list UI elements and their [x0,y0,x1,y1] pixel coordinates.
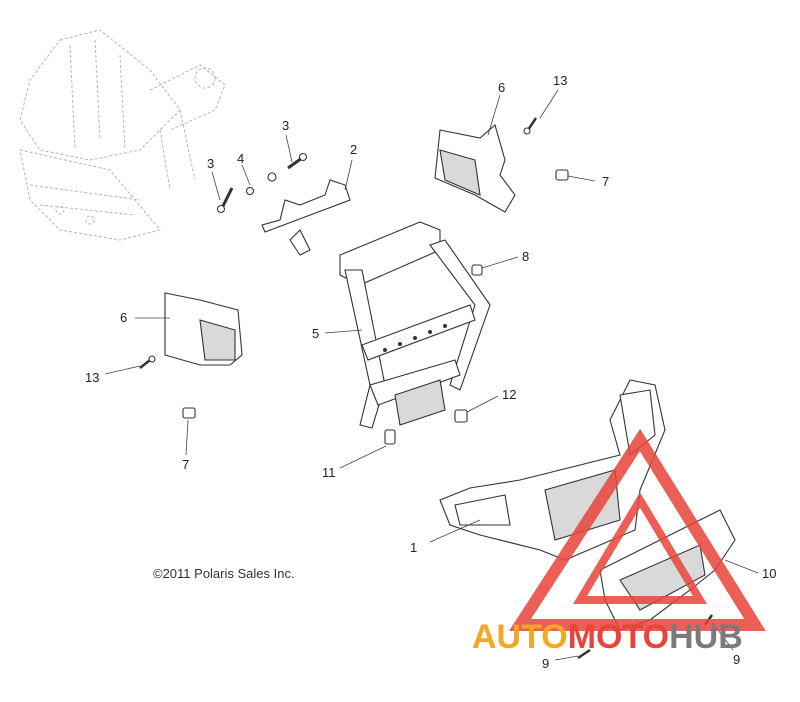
part-6-shroud-upper [434,124,516,213]
callout-13-lower: 13 [85,370,99,385]
callout-7-upper: 7 [602,174,609,189]
callout-1: 1 [410,540,417,555]
part-6-shroud-lower [164,292,243,366]
bolt-3-left [216,187,234,214]
watermark-part-hub: HUB [669,618,743,656]
frame-ghost [19,29,226,241]
leader-lines [104,89,759,661]
callout-9-right: 9 [733,652,740,667]
fastener-7-lower [182,407,196,419]
fastener-12 [454,409,468,423]
fastener-13-upper [523,117,538,135]
fastener-13-lower [139,355,156,369]
callout-3-left: 3 [207,156,214,171]
watermark-logo [508,428,766,631]
fastener-7-upper [555,169,569,181]
callout-12: 12 [502,387,516,402]
part-5-frame [339,221,491,429]
nut-4 [245,172,277,196]
callout-10: 10 [762,566,776,581]
callout-5: 5 [312,326,319,341]
part-2-bracket [261,179,351,256]
copyright-text: ©2011 Polaris Sales Inc. [153,566,295,581]
fastener-8 [471,264,483,276]
watermark-part-moto: MOTO [568,618,669,656]
watermark-part-auto: AUTO [472,618,568,656]
fastener-9-left [577,648,591,660]
callout-6-lower: 6 [120,310,127,325]
callout-4: 4 [237,151,244,166]
callout-2: 2 [350,142,357,157]
callout-13-upper: 13 [553,73,567,88]
callout-9-left: 9 [542,656,549,671]
part-1-bumper [439,379,666,561]
callout-11: 11 [322,465,336,480]
callout-7-lower: 7 [182,457,189,472]
bolt-3-right [287,152,308,170]
callout-6-upper: 6 [498,80,505,95]
callout-3-right: 3 [282,118,289,133]
fastener-11 [384,429,396,445]
watermark-text: AUTOMOTOHUB [472,618,743,656]
callout-8: 8 [522,249,529,264]
